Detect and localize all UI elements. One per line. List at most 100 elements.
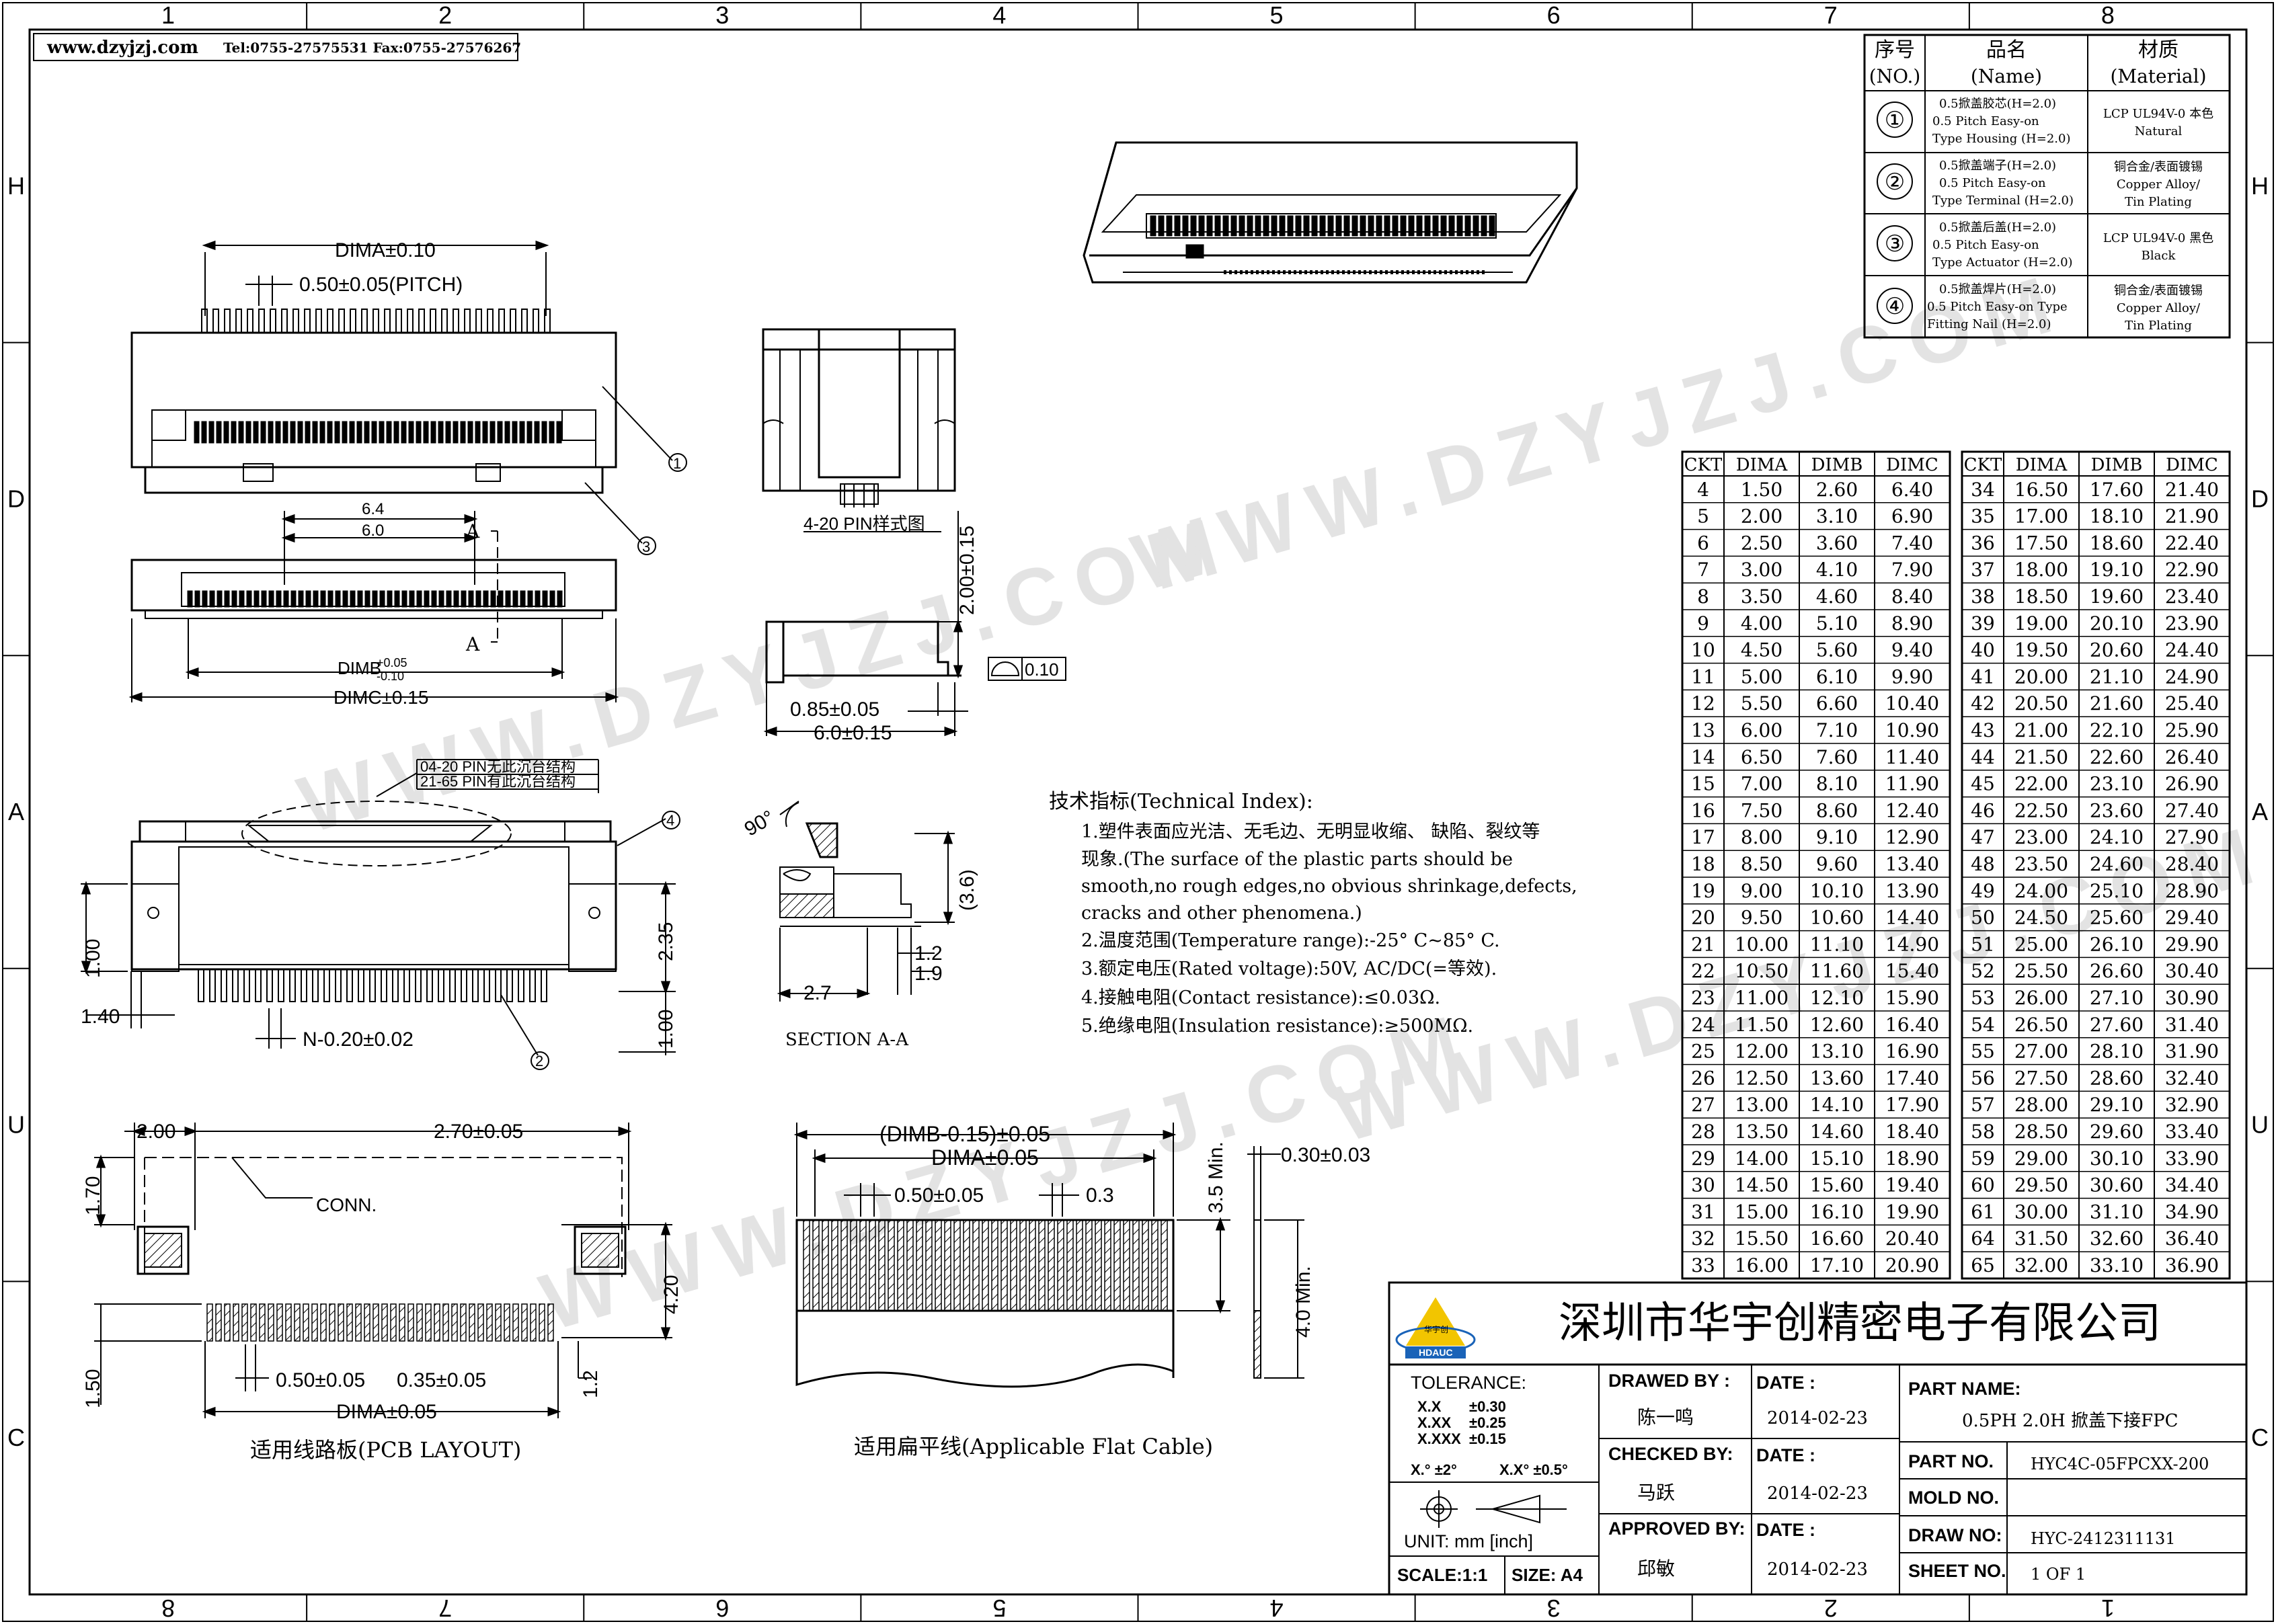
dim-table-cell: 43 — [1971, 719, 1995, 741]
iso-contact — [1432, 215, 1439, 237]
mid-contact — [512, 590, 518, 608]
dim-table-cell: 30.90 — [2165, 987, 2219, 1009]
mid-contact — [253, 590, 260, 608]
dim-6-0: 6.0 — [362, 522, 384, 540]
front-contact — [379, 421, 385, 444]
fpc-dim-0-3: 0.3 — [1086, 1184, 1114, 1207]
front-pin — [315, 309, 322, 333]
fpc-conductor — [1057, 1219, 1064, 1311]
dim-table-cell: 13.60 — [1810, 1067, 1864, 1089]
mt-no-2: ② — [1885, 169, 1905, 196]
dim-table-cell: 23.00 — [2014, 826, 2068, 848]
mt-head-name-cn: 品名 — [1986, 38, 2027, 62]
material-table-cells: 0.5掀盖胶芯(H=2.0) 0.5 Pitch Easy-on Type Ho… — [1927, 97, 2074, 331]
dim-table-cell: 51 — [1971, 933, 1995, 955]
iso-contact — [1489, 215, 1495, 237]
front-pin — [533, 309, 539, 333]
dim-table-cell: 54 — [1971, 1014, 1995, 1036]
dim-table-cell: 6.00 — [1741, 719, 1782, 741]
pcb-pad — [372, 1303, 379, 1342]
mt-name: 0.5掀盖端子(H=2.0) — [1939, 159, 2056, 173]
fpc-conductor — [991, 1219, 998, 1311]
dim-table-cell: 36 — [1971, 532, 1995, 554]
mt-name: 0.5掀盖胶芯(H=2.0) — [1939, 97, 2056, 111]
mt-name: 0.5 Pitch Easy-on — [1932, 114, 2039, 128]
dim-table-cell: 8.60 — [1816, 799, 1858, 821]
pcb-dim-1-50: 1.50 — [82, 1369, 104, 1408]
dim-table-cell: 11 — [1691, 665, 1715, 688]
dimc-label: DIMC±0.15 — [333, 687, 428, 708]
front-contact — [305, 421, 311, 444]
bottom-pin — [472, 969, 479, 1002]
mid-contact — [498, 590, 504, 608]
dim-table-cell: 17.00 — [2014, 505, 2068, 528]
mid-contact — [276, 590, 282, 608]
dim-table-cell: 20.90 — [1885, 1254, 1939, 1276]
dim-table-cell: 7.50 — [1741, 799, 1782, 821]
mt-name: 0.5 Pitch Easy-on — [1932, 238, 2039, 252]
iso-contact — [1222, 215, 1229, 237]
tol-angle-2: X.X° ±0.5° — [1499, 1461, 1568, 1478]
front-pin — [247, 309, 253, 333]
dim-table-cell: 24.90 — [2165, 665, 2219, 688]
mt-name: Fitting Nail (H=2.0) — [1927, 317, 2051, 331]
fpc-conductor — [1095, 1219, 1102, 1311]
bottom-pin — [358, 969, 364, 1002]
fpc-dimb: (DIMB-0.15)±0.05 — [879, 1122, 1050, 1146]
dim-table-cell: 24.10 — [2090, 826, 2144, 848]
dim-table-cell: 21.50 — [2014, 746, 2068, 768]
tol-angle-1: X.° ±2° — [1411, 1461, 1457, 1478]
mt-no-4: ④ — [1885, 293, 1905, 320]
fpc-conductor — [897, 1219, 904, 1311]
dim-table-cell: 7.90 — [1891, 559, 1933, 581]
bottom-pin — [392, 969, 399, 1002]
mid-contact — [364, 590, 370, 608]
dim-table-cell: 6.40 — [1891, 479, 1933, 501]
front-pin — [235, 309, 242, 333]
pcb-pad — [451, 1303, 458, 1342]
dim-table-cell: 4 — [1697, 479, 1709, 501]
iso-contact — [1456, 215, 1463, 237]
dim-table-cell: 10.60 — [1810, 907, 1864, 929]
fpc-dim-4-0: 4.0 Min. — [1292, 1266, 1314, 1338]
iso-contact — [1408, 215, 1415, 237]
dim-table-cell: 17.50 — [2014, 532, 2068, 554]
pcb-pad — [329, 1303, 336, 1342]
pcb-pad — [268, 1303, 274, 1342]
front-contact — [549, 421, 555, 444]
dim-table-cell: 13.10 — [1810, 1041, 1864, 1063]
mt-no-3: ③ — [1885, 231, 1905, 257]
dim-table-cell: 6.50 — [1741, 746, 1782, 768]
sheet-no-label: SHEET NO. — [1908, 1561, 2006, 1581]
dim-table-cell: 29.50 — [2014, 1174, 2068, 1196]
pcb-pad — [206, 1303, 213, 1342]
front-contact — [489, 421, 496, 444]
iso-contact — [1263, 215, 1269, 237]
dim-table-cell: 19.10 — [2090, 559, 2144, 581]
front-contact — [319, 421, 325, 444]
mid-contact — [327, 590, 333, 608]
tech-line: 2.温度范围(Temperature range):-25° C~85° C. — [1081, 930, 1500, 951]
fpc-conductor — [859, 1219, 867, 1311]
dim-table-cell: 23.90 — [2165, 612, 2219, 635]
dim-table-cell: 30 — [1691, 1174, 1715, 1196]
front-contact — [245, 421, 251, 444]
front-contact — [534, 421, 540, 444]
bottom-pin — [506, 969, 513, 1002]
dim-table-cell: 45 — [1971, 773, 1995, 795]
mid-contact — [416, 590, 422, 608]
front-pin — [395, 309, 402, 333]
iso-contact — [1158, 215, 1165, 237]
mid-contact — [202, 590, 208, 608]
mid-contact — [453, 590, 459, 608]
front-pin — [270, 309, 276, 333]
fpc-conductor — [944, 1219, 951, 1311]
tol-val: ±0.15 — [1469, 1430, 1506, 1447]
dim-table-cell: 15.90 — [1885, 987, 1939, 1009]
pcb-pad — [477, 1303, 484, 1342]
dim-table-cell: 31.90 — [2165, 1041, 2219, 1063]
bottom-pin — [198, 969, 204, 1002]
dim-table-cell: 24.00 — [2014, 880, 2068, 902]
zone-letter-right: U — [2251, 1111, 2269, 1139]
dim-table-cell: 6.10 — [1816, 665, 1858, 688]
